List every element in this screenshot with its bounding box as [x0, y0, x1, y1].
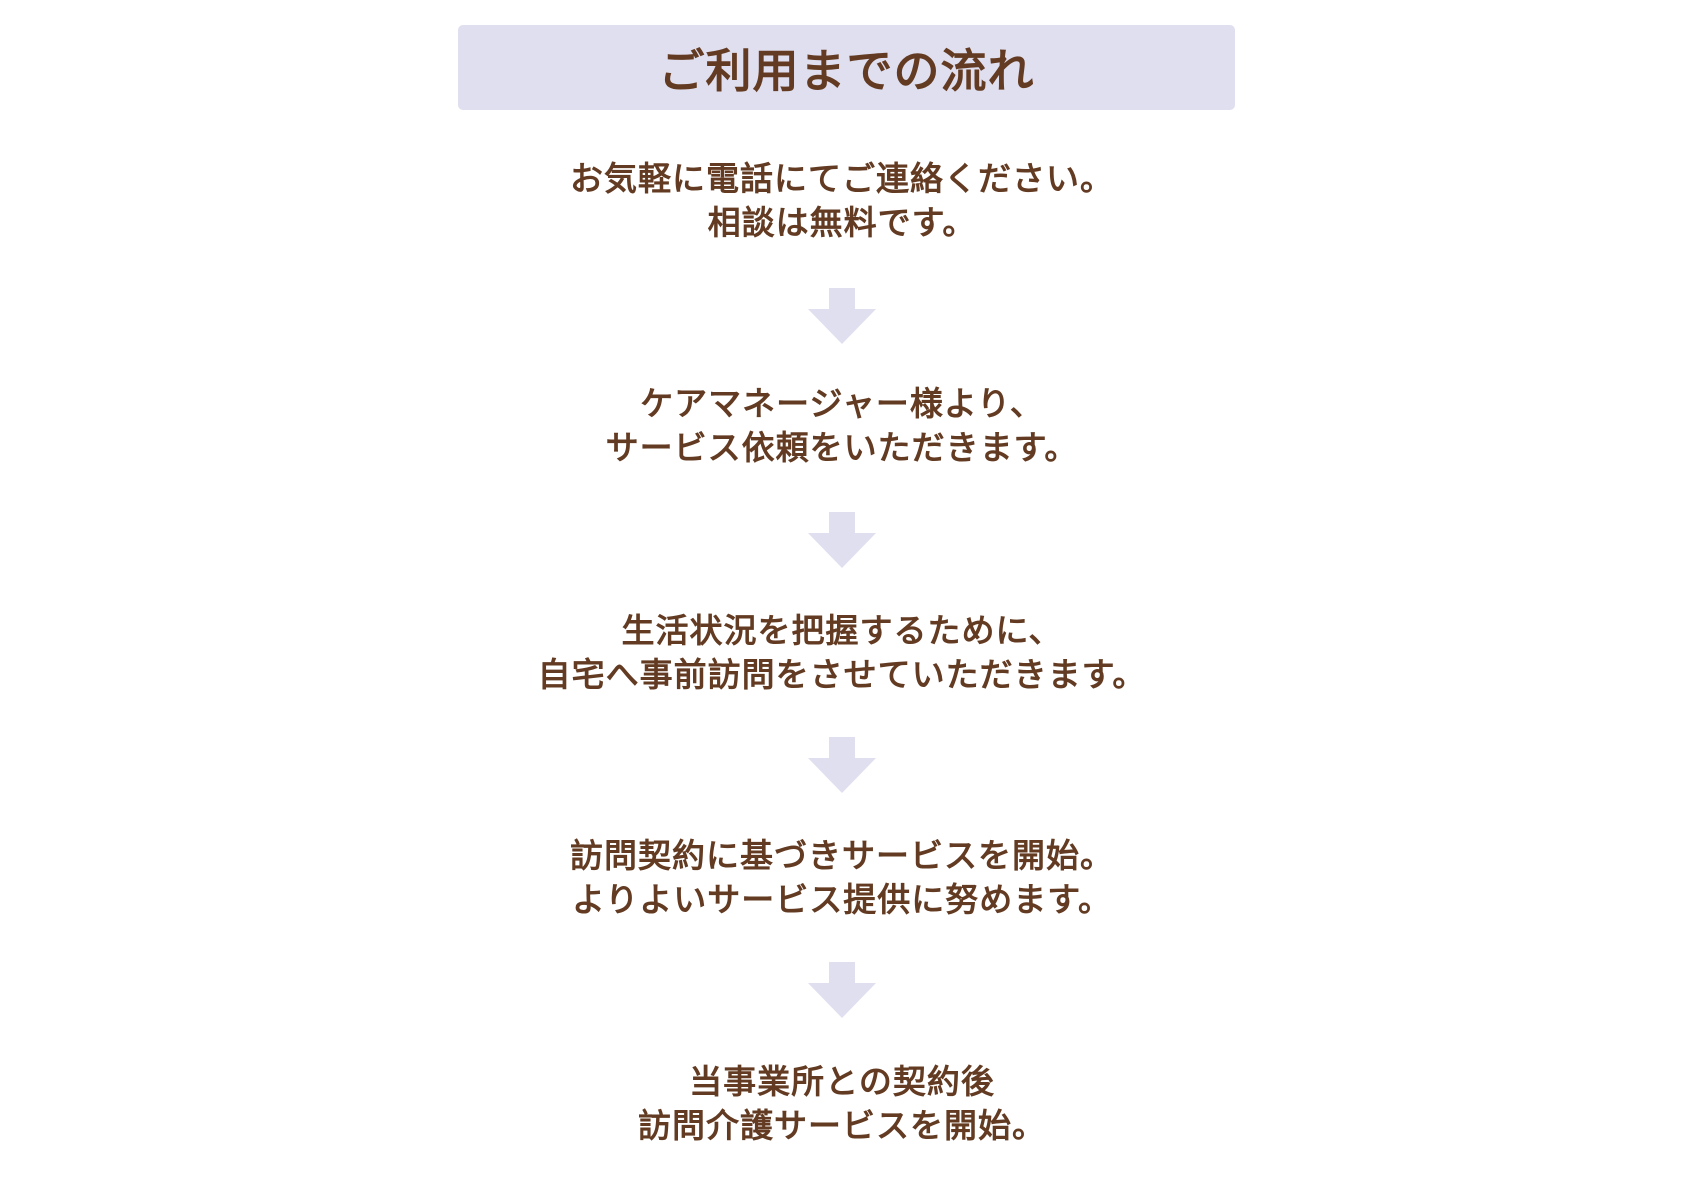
down-arrow-icon [808, 288, 876, 344]
step-1-line-2: 相談は無料です。 [707, 203, 977, 242]
flow-step-4: 訪問契約に基づきサービスを開始。 よりよいサービス提供に努めます。 [0, 834, 1684, 922]
page-title: ご利用までの流れ [658, 43, 1035, 98]
section-header: ご利用までの流れ [458, 25, 1235, 110]
step-4-line-2: よりよいサービス提供に努めます。 [571, 880, 1113, 919]
flow-step-3: 生活状況を把握するために、 自宅へ事前訪問をさせていただきます。 [0, 609, 1684, 697]
step-1-line-1: お気軽に電話にてご連絡ください。 [570, 159, 1114, 198]
step-3-line-1: 生活状況を把握するために、 [621, 611, 1063, 650]
down-arrow-icon [808, 962, 876, 1018]
step-3-line-2: 自宅へ事前訪問をさせていただきます。 [537, 655, 1147, 694]
step-5-line-1: 当事業所との契約後 [689, 1062, 995, 1101]
step-2-line-1: ケアマネージャー様より、 [640, 384, 1044, 423]
down-arrow-icon [808, 512, 876, 568]
step-4-line-1: 訪問契約に基づきサービスを開始。 [570, 836, 1114, 875]
down-arrow-icon [808, 737, 876, 793]
step-5-line-2: 訪問介護サービスを開始。 [638, 1106, 1046, 1145]
flow-step-5: 当事業所との契約後 訪問介護サービスを開始。 [0, 1060, 1684, 1148]
flow-step-2: ケアマネージャー様より、 サービス依頼をいただきます。 [0, 382, 1684, 470]
step-2-line-2: サービス依頼をいただきます。 [605, 428, 1079, 467]
flow-step-1: お気軽に電話にてご連絡ください。 相談は無料です。 [0, 157, 1684, 245]
